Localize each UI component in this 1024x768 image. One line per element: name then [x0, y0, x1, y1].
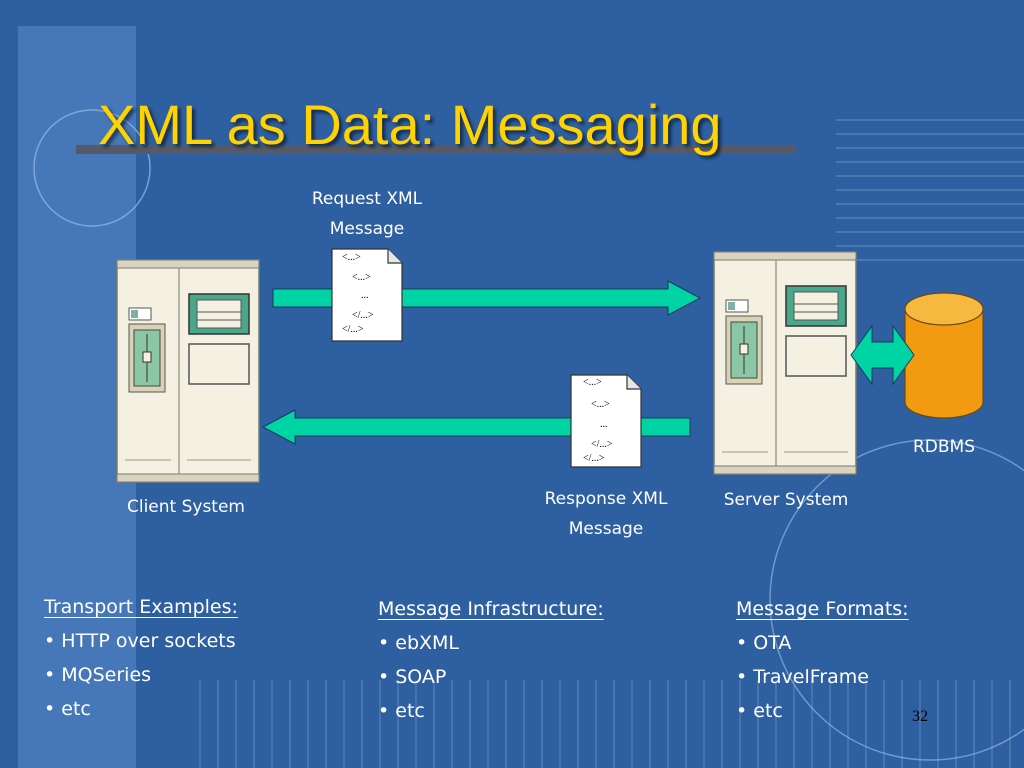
infrastructure-heading: Message Infrastructure:: [378, 598, 604, 620]
response-xml-text: <...> <...> ... </...> </...>: [571, 375, 641, 467]
list-item-text: HTTP over sockets: [61, 630, 236, 652]
list-item: • etc: [44, 698, 91, 720]
database-icon: [904, 292, 984, 419]
list-item-text: etc: [61, 698, 91, 720]
xml-line: <...>: [352, 272, 371, 283]
list-item: • TravelFrame: [736, 666, 869, 688]
xml-line: ...: [361, 290, 369, 301]
xml-line: </...>: [352, 310, 374, 321]
rdbms-label: RDBMS: [912, 437, 976, 457]
list-item: • OTA: [736, 632, 792, 654]
response-message-label: Response XML Message: [528, 484, 684, 544]
response-label-line: Message: [568, 519, 644, 539]
list-item: • etc: [736, 700, 783, 722]
list-item-text: TravelFrame: [753, 666, 869, 688]
request-message-label: Request XML Message: [292, 184, 442, 244]
xml-line: <...>: [583, 377, 602, 388]
message-formats: Message Formats: • OTA • TravelFrame • e…: [736, 598, 909, 728]
list-item-text: SOAP: [395, 666, 447, 688]
formats-heading: Message Formats:: [736, 598, 909, 620]
page-number: 32: [912, 708, 928, 725]
request-label-line: Message: [329, 219, 405, 239]
xml-line: <...>: [591, 399, 610, 410]
db-link-arrow: [850, 324, 915, 386]
transport-heading: Transport Examples:: [44, 596, 238, 618]
list-item-text: etc: [753, 700, 783, 722]
request-xml-text: <...> <...> ... </...> </...>: [332, 249, 402, 341]
list-item: • etc: [378, 700, 425, 722]
server-system-label: Server System: [723, 490, 849, 510]
request-label-line: Request XML: [311, 189, 423, 209]
message-infrastructure: Message Infrastructure: • ebXML • SOAP •…: [378, 598, 604, 728]
xml-line: ...: [600, 419, 608, 430]
server-computer: [713, 251, 857, 475]
response-label-line: Response XML: [544, 489, 668, 509]
list-item-text: ebXML: [395, 632, 459, 654]
list-item-text: MQSeries: [61, 664, 152, 686]
client-system-label: Client System: [126, 497, 245, 517]
transport-examples: Transport Examples: • HTTP over sockets …: [44, 596, 238, 726]
client-computer: [116, 259, 260, 483]
xml-line: </...>: [342, 324, 364, 335]
xml-line: <...>: [342, 252, 361, 263]
list-item: • MQSeries: [44, 664, 152, 686]
xml-line: </...>: [583, 453, 605, 464]
list-item: • HTTP over sockets: [44, 630, 236, 652]
list-item-text: etc: [395, 700, 425, 722]
page-title: XML as Data: Messaging: [98, 93, 722, 156]
list-item: • ebXML: [378, 632, 459, 654]
list-item-text: OTA: [753, 632, 792, 654]
list-item: • SOAP: [378, 666, 447, 688]
xml-line: </...>: [591, 439, 613, 450]
